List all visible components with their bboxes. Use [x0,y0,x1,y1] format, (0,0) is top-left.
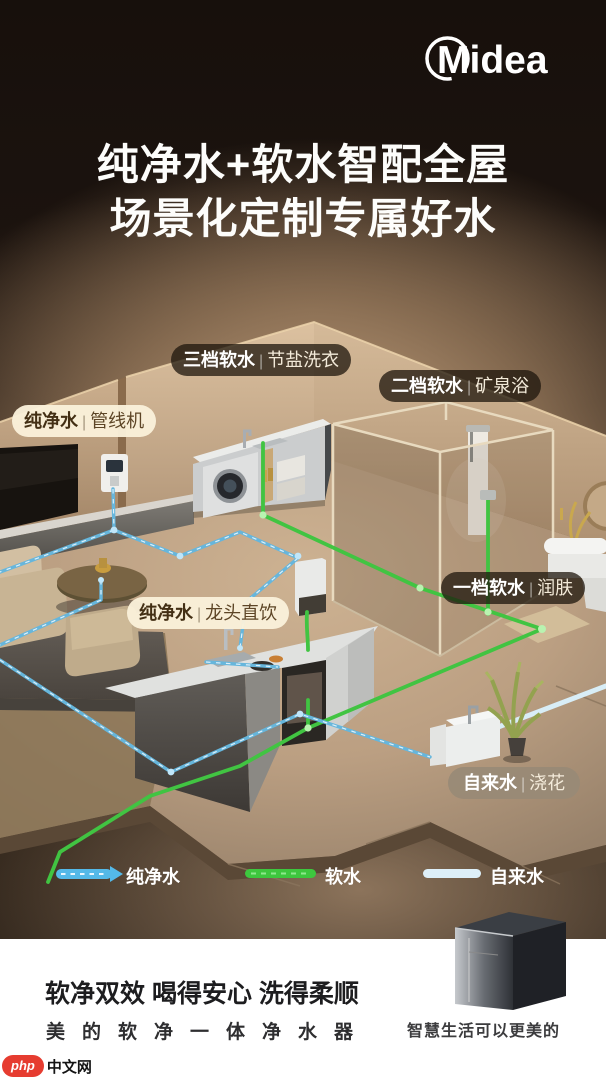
svg-text:Midea: Midea [437,39,548,82]
